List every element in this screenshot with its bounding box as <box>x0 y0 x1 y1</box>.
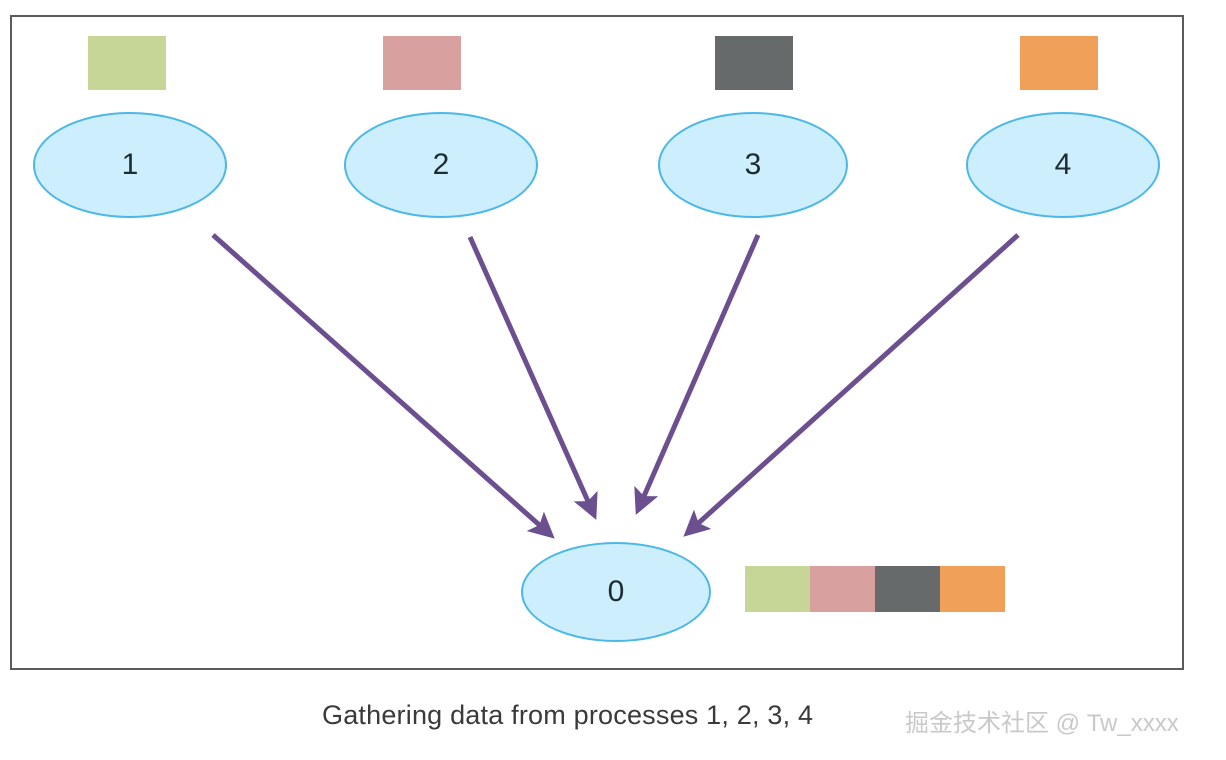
cell-gray <box>875 566 940 612</box>
swatch-green-process-1 <box>88 36 166 90</box>
swatch-gray-process-3 <box>715 36 793 90</box>
swatch-orange-process-4 <box>1020 36 1098 90</box>
process-node-2-label: 2 <box>432 148 450 181</box>
cell-pink <box>810 566 875 612</box>
swatch-pink-process-2 <box>383 36 461 90</box>
gathered-data-strip <box>745 566 1005 612</box>
process-node-1[interactable]: 1 <box>33 112 227 218</box>
diagram-caption: Gathering data from processes 1, 2, 3, 4 <box>322 700 814 730</box>
process-node-4-label: 4 <box>1054 148 1072 181</box>
process-node-0[interactable]: 0 <box>521 542 711 642</box>
process-node-2[interactable]: 2 <box>344 112 538 218</box>
watermark-credit: 掘金技术社区 @ Tw_xxxx <box>905 710 1179 737</box>
cell-green <box>745 566 810 612</box>
cell-orange <box>940 566 1005 612</box>
process-node-3[interactable]: 3 <box>658 112 848 218</box>
process-node-4[interactable]: 4 <box>966 112 1160 218</box>
process-node-1-label: 1 <box>121 148 139 181</box>
process-node-0-label: 0 <box>607 575 625 608</box>
process-node-3-label: 3 <box>744 148 762 181</box>
